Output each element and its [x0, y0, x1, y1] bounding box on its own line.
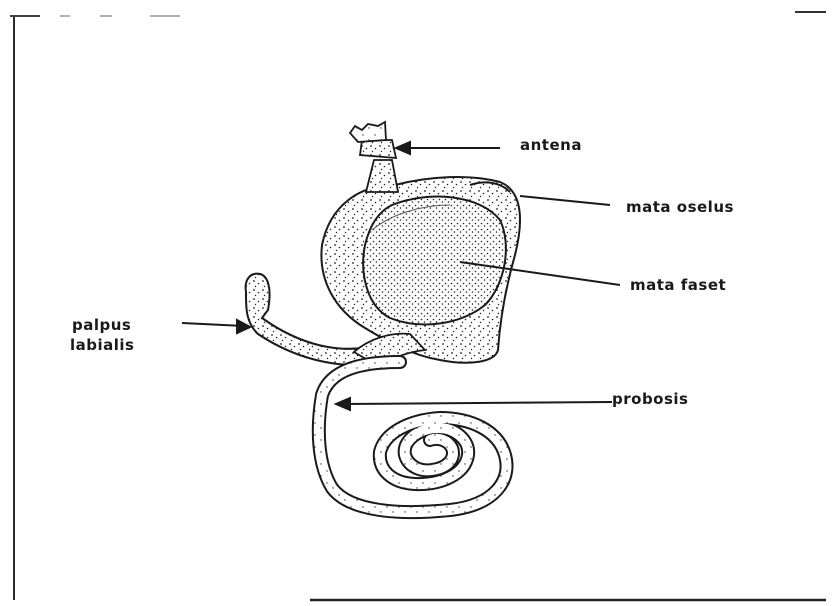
proboscis	[319, 362, 507, 512]
label-palpus: palpus	[72, 316, 131, 335]
label-antena: antena	[520, 136, 582, 155]
label-labialis: labialis	[70, 336, 134, 355]
compound-eye	[363, 197, 506, 325]
label-mata-faset: mata faset	[630, 276, 726, 295]
label-probosis: probosis	[612, 390, 688, 409]
label-mata-oselus: mata oselus	[626, 198, 734, 217]
antenna	[350, 122, 398, 192]
